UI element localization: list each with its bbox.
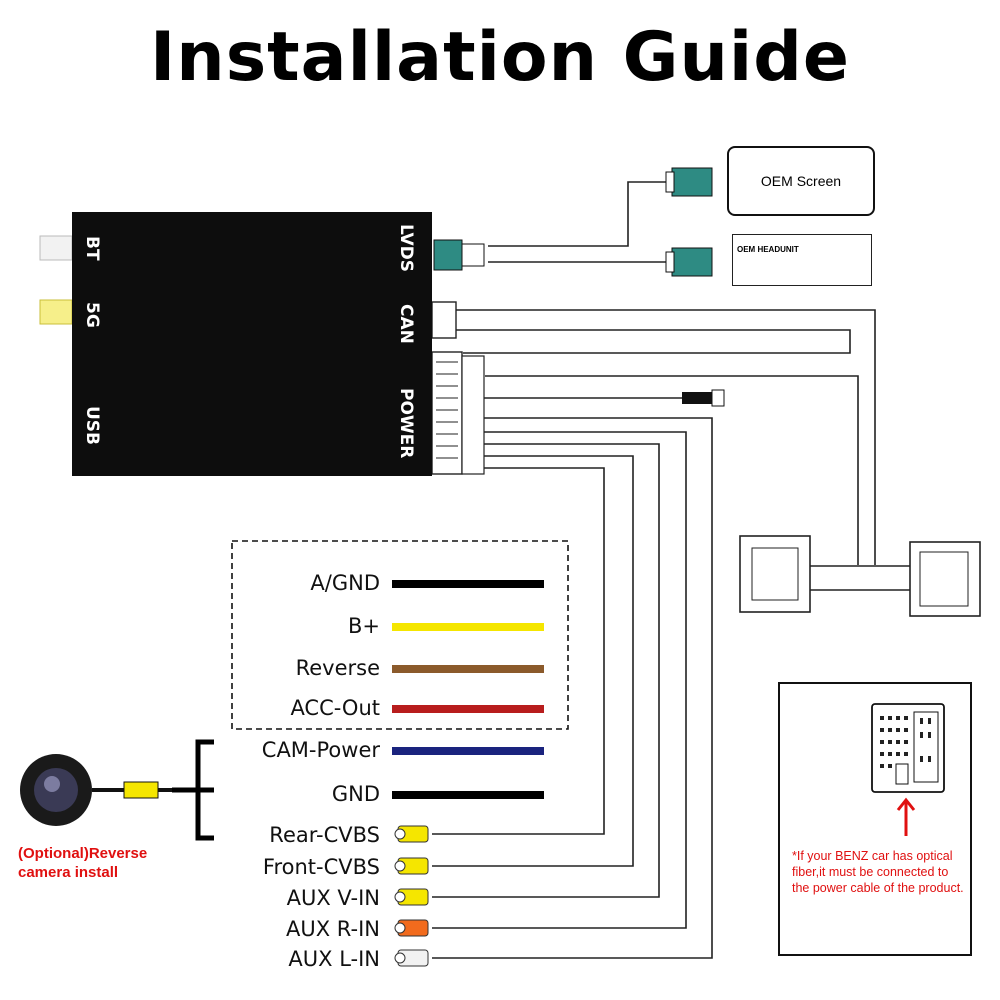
port-label-bt: BT (82, 236, 102, 261)
port-label-usb: USB (82, 406, 102, 446)
wire-label-agnd: A/GND (310, 571, 380, 595)
rca-label-rear-cvbs: Rear-CVBS (269, 823, 380, 847)
wire-swatch-agnd (392, 580, 544, 588)
rca-cable-4 (432, 431, 687, 929)
oem-headunit: OEM HEADUNIT (732, 234, 872, 286)
oem-screen-label: OEM Screen (760, 173, 842, 189)
rca-cable-2 (432, 455, 634, 867)
wire-label-gnd: GND (331, 782, 380, 806)
page-title: Installation Guide (149, 18, 851, 97)
benz-note-box: *If your BENZ car has optical fiber,it m… (778, 682, 972, 956)
benz-note-text: *If your BENZ car has optical fiber,it m… (792, 849, 964, 895)
bt-antenna-port (39, 235, 73, 261)
main-module-box: BT 5G USB LVDS CAN POWER (72, 212, 432, 476)
port-label-power: POWER (396, 388, 416, 459)
5g-antenna-port (39, 299, 73, 325)
rca-plug-tip (394, 891, 406, 903)
port-label-5g: 5G (82, 302, 102, 328)
camera-rca-plug (123, 781, 159, 799)
rca-plug-tip (394, 828, 406, 840)
camera-split-bracket (172, 739, 214, 841)
lvds-cable-screen (488, 181, 666, 247)
wire-label-reverse: Reverse (295, 656, 380, 680)
can-cable-outer (456, 309, 876, 565)
rca-cable-3 (432, 443, 660, 898)
wire-label-bplus: B+ (347, 614, 380, 638)
port-label-lvds: LVDS (396, 224, 416, 273)
wire-swatch-bplus (392, 623, 544, 631)
wire-label-cam-power: CAM-Power (261, 738, 380, 762)
power-connector (431, 351, 463, 475)
benz-connector-illustration (871, 703, 945, 836)
wire-swatch-gnd (392, 791, 544, 799)
rca-cable-5 (432, 417, 713, 959)
rca-plug-tip (394, 922, 406, 934)
rca-cable-1 (432, 467, 605, 835)
rca-plug-tip (394, 860, 406, 872)
headunit-fakra-connector (671, 247, 713, 277)
oem-screen: OEM Screen (727, 146, 875, 216)
optional-camera-note-line2: camera install (18, 864, 119, 881)
can-connector (431, 301, 457, 339)
oem-headunit-label: OEM HEADUNIT (737, 245, 799, 254)
can-cable-inner (456, 329, 851, 354)
small-plug (682, 392, 712, 404)
optional-camera-note: (Optional)Reverse camera install (18, 844, 147, 882)
rca-label-aux-r-in: AUX R-IN (285, 917, 380, 941)
wire-swatch-cam-power (392, 747, 544, 755)
wire-group-box (231, 540, 569, 730)
port-label-can: CAN (396, 304, 416, 344)
rca-label-front-cvbs: Front-CVBS (262, 855, 380, 879)
wire-swatch-reverse (392, 665, 544, 673)
rca-label-aux-l-in: AUX L-IN (288, 947, 380, 971)
screen-fakra-connector (671, 167, 713, 197)
power-harness-cable (485, 375, 859, 565)
optional-camera-note-line1: (Optional)Reverse (18, 845, 148, 862)
wire-swatch-acc-out (392, 705, 544, 713)
wire-label-acc-out: ACC-Out (290, 696, 380, 720)
rca-plug-tip (394, 952, 406, 964)
rca-label-aux-v-in: AUX V-IN (286, 886, 380, 910)
lvds-connector (433, 239, 463, 271)
